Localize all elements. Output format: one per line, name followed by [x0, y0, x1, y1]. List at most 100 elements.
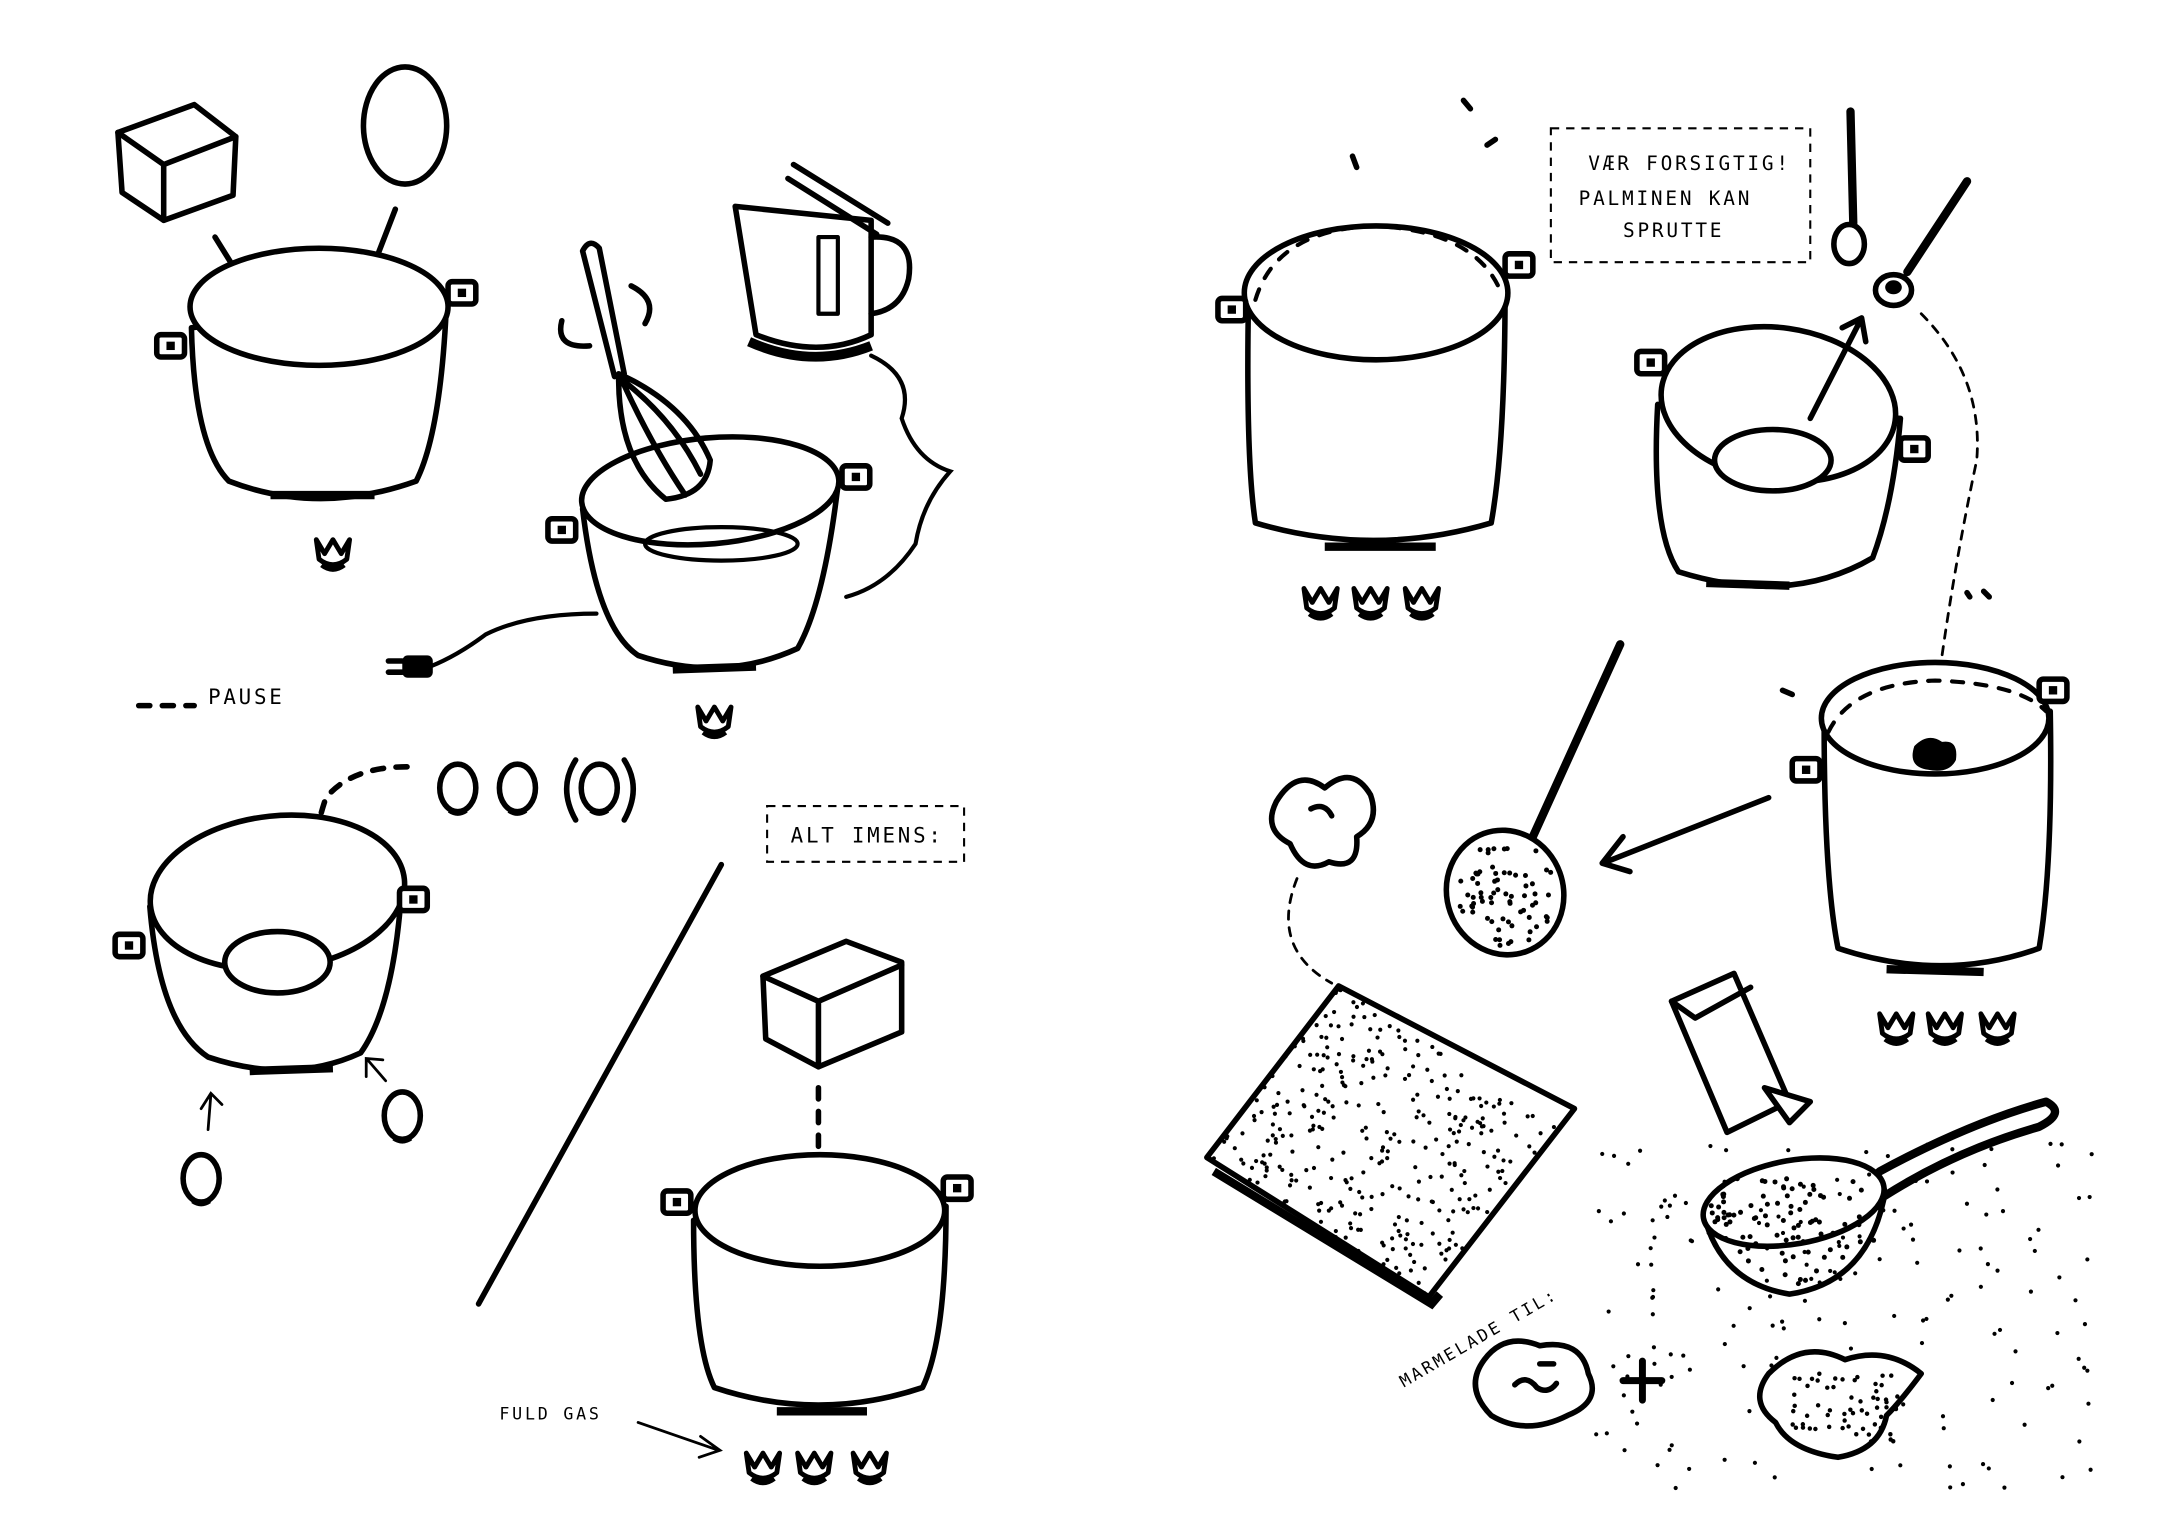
texture-dot: [1507, 899, 1513, 905]
texture-dot: [1825, 1412, 1830, 1418]
texture-dot: [1992, 1331, 1997, 1336]
whisk-icon: [557, 240, 714, 503]
texture-dot: [1457, 903, 1463, 909]
texture-dot: [1328, 1175, 1334, 1181]
step-heat-palmin: [1218, 97, 1533, 617]
arrow-icon: [1807, 315, 1869, 422]
burner-flame-icon: [698, 707, 731, 736]
texture-dot: [1416, 1109, 1421, 1114]
texture-dot: [1405, 1232, 1410, 1237]
texture-dot: [1775, 1200, 1781, 1206]
texture-dot: [2076, 1356, 2081, 1361]
texture-dot: [1649, 1262, 1654, 1267]
texture-dot: [1455, 1089, 1460, 1094]
texture-dot: [1380, 1148, 1385, 1153]
texture-dot: [1446, 1218, 1451, 1223]
texture-dot: [1874, 1405, 1880, 1410]
texture-dot: [1390, 1236, 1395, 1241]
texture-dot: [1888, 1432, 1893, 1437]
texture-dot: [1475, 880, 1481, 886]
texture-dot: [1450, 1230, 1455, 1235]
texture-dot: [2089, 1152, 2094, 1157]
texture-dot: [1857, 1239, 1863, 1245]
texture-dot: [1385, 1066, 1390, 1071]
texture-dot: [1491, 846, 1497, 852]
texture-dot: [1814, 1268, 1819, 1274]
texture-dot: [1438, 1051, 1443, 1056]
texture-dot: [1339, 1036, 1345, 1042]
texture-dot: [1513, 872, 1519, 878]
texture-dot: [1980, 1461, 1986, 1467]
texture-dot: [1753, 1241, 1759, 1247]
texture-dot: [1853, 1271, 1858, 1276]
texture-dot: [2050, 1383, 2055, 1388]
texture-dot: [1795, 1222, 1801, 1228]
texture-dot: [1764, 1246, 1770, 1251]
texture-dot: [1893, 1406, 1899, 1412]
texture-dot: [1901, 1226, 1906, 1231]
texture-dot: [1251, 1113, 1257, 1119]
texture-dot: [1465, 1244, 1470, 1249]
texture-dot: [1526, 937, 1532, 943]
texture-dot: [1496, 927, 1502, 933]
texture-dot: [1720, 1183, 1726, 1189]
texture-dot: [2057, 1275, 2062, 1280]
texture-dot: [1369, 1057, 1375, 1062]
texture-dot: [1849, 1395, 1854, 1400]
texture-dot: [1449, 1187, 1454, 1192]
texture-dot: [1626, 1354, 1631, 1359]
texture-dot: [1949, 1293, 1954, 1298]
spoon-icon: [1831, 107, 1868, 267]
texture-dot: [1392, 1132, 1397, 1137]
texture-dot: [1529, 902, 1535, 908]
texture-dot: [1440, 1151, 1445, 1157]
texture-dot: [1855, 1374, 1860, 1380]
texture-dot: [1451, 1131, 1456, 1136]
step-drain-sugar: MARMELADE TIL:: [1204, 970, 2094, 1491]
texture-dot: [1481, 1124, 1486, 1129]
texture-dot: [1268, 1152, 1273, 1157]
texture-dot: [1435, 1094, 1441, 1099]
texture-dot: [1722, 1341, 1727, 1347]
burner-flame-icon: [1405, 588, 1438, 617]
texture-dot: [1672, 1193, 1678, 1198]
texture-dot: [1411, 1139, 1416, 1144]
texture-dot: [1752, 1460, 1757, 1465]
pot-icon: [115, 812, 427, 1076]
texture-dot: [1477, 847, 1483, 853]
texture-dot: [1321, 1110, 1326, 1115]
texture-dot: [1501, 1158, 1506, 1163]
texture-dot: [1437, 1208, 1442, 1213]
texture-dot: [1349, 1176, 1354, 1181]
texture-dot: [1801, 1184, 1806, 1189]
texture-dot: [1827, 1408, 1833, 1413]
texture-dot: [1854, 1432, 1859, 1437]
texture-dot: [1950, 1147, 1955, 1152]
divider-line: [475, 861, 725, 1307]
texture-dot: [1950, 1170, 1955, 1175]
texture-dot: [1833, 1376, 1838, 1381]
texture-dot: [1304, 1168, 1309, 1173]
texture-dot: [1821, 1194, 1827, 1200]
texture-dot: [1397, 1139, 1402, 1144]
texture-dot: [1311, 1165, 1317, 1171]
kettle-icon: [732, 161, 954, 599]
texture-dot: [1827, 1247, 1833, 1253]
texture-dot: [1403, 1246, 1408, 1251]
texture-dot: [1496, 1169, 1501, 1174]
texture-dot: [1484, 1100, 1489, 1105]
texture-dot: [1315, 1052, 1320, 1057]
texture-dot: [1249, 1165, 1255, 1170]
texture-dot: [2032, 1248, 2037, 1254]
texture-dot: [1381, 1110, 1386, 1115]
texture-dot: [1837, 1191, 1842, 1197]
texture-dot: [1731, 1212, 1737, 1218]
texture-dot: [1381, 1243, 1386, 1248]
burner-flame-icon: [746, 1453, 779, 1482]
texture-dot: [1882, 1187, 1888, 1192]
texture-dot: [1297, 1063, 1302, 1069]
texture-dot: [1864, 1149, 1869, 1155]
texture-dot: [2009, 1380, 2015, 1386]
texture-dot: [1859, 1408, 1865, 1413]
texture-dot: [1832, 1270, 1837, 1275]
